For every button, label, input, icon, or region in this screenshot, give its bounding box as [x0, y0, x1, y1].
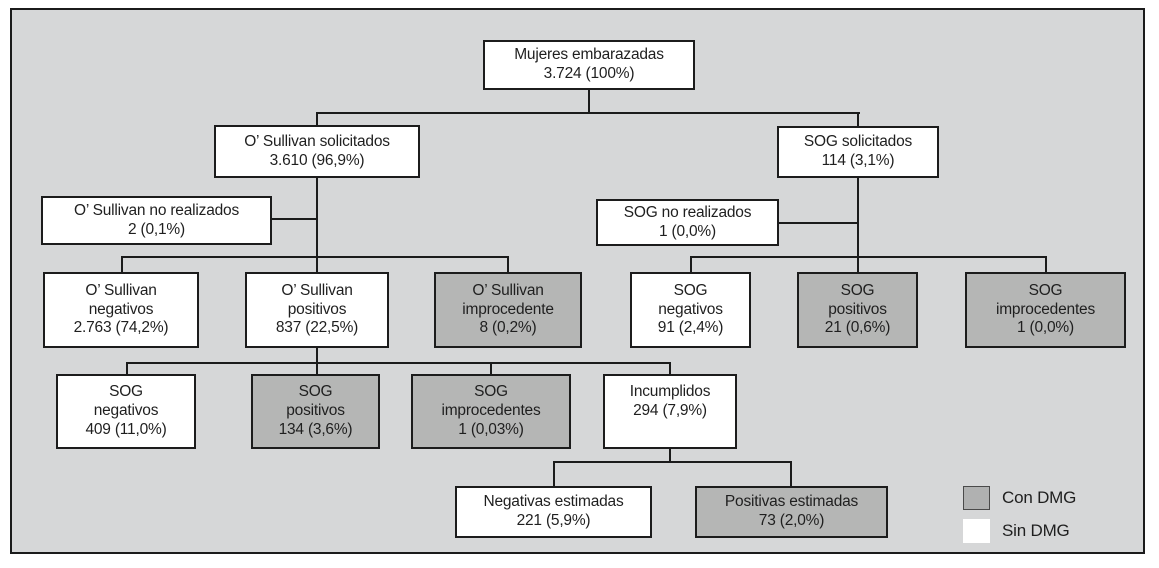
connector-line: [1045, 256, 1047, 272]
node-label: Negativas estimadas: [483, 493, 624, 511]
node-mujeres-embarazadas: Mujeres embarazadas 3.724 (100%): [483, 40, 695, 90]
connector-line: [779, 222, 857, 224]
node-negativas-estimadas: Negativas estimadas 221 (5,9%): [455, 486, 652, 538]
connector-line: [690, 256, 692, 272]
node-value: 8 (0,2%): [479, 319, 537, 337]
node-value: 3.610 (96,9%): [269, 151, 365, 169]
node-osullivan-solicitados: O’ Sullivan solicitados 3.610 (96,9%): [214, 125, 420, 178]
connector-line: [121, 256, 123, 272]
legend: Con DMG Sin DMG: [963, 486, 1076, 543]
connector-line: [126, 362, 671, 364]
node-sog-confirmacion-improcedentes: SOG improcedentes 1 (0,03%): [411, 374, 571, 449]
connector-line: [553, 461, 791, 463]
node-label: SOG solicitados: [803, 133, 913, 151]
node-sog-directa-positivos: SOG positivos 21 (0,6%): [797, 272, 918, 348]
node-sog-directa-negativos: SOG negativos 91 (2,4%): [630, 272, 751, 348]
con-dmg-swatch-icon: [963, 486, 990, 510]
node-label: SOG: [109, 383, 143, 401]
connector-line: [126, 362, 128, 374]
node-label: improcedente: [462, 300, 554, 318]
node-label: SOG: [298, 383, 333, 401]
sin-dmg-swatch-icon: [963, 519, 990, 543]
connector-line: [490, 362, 492, 374]
node-label: Incumplidos: [629, 383, 711, 400]
node-label: O’ Sullivan: [281, 281, 353, 299]
connector-line: [316, 112, 318, 125]
connector-line: [690, 256, 1047, 258]
legend-item-con-dmg: Con DMG: [963, 486, 1076, 510]
connector-line: [507, 256, 509, 272]
node-label: SOG: [474, 383, 508, 401]
node-sog-solicitados: SOG solicitados 114 (3,1%): [777, 126, 939, 178]
node-value: 837 (22,5%): [275, 319, 359, 337]
node-label: SOG: [1028, 281, 1063, 299]
node-sog-no-realizados: SOG no realizados 1 (0,0%): [596, 199, 779, 246]
node-value: 1 (0,0%): [1017, 319, 1074, 337]
node-sog-confirmacion-negativos: SOG negativos 409 (11,0%): [56, 374, 196, 449]
node-label: negativos: [88, 300, 154, 318]
node-label: Mujeres embarazadas: [514, 46, 664, 64]
node-label: SOG no realizados: [623, 203, 752, 221]
node-value: 1 (0,03%): [458, 420, 524, 438]
connector-line: [316, 178, 318, 272]
node-label: negativos: [658, 300, 723, 318]
connector-line: [669, 449, 671, 461]
node-label: improcedentes: [441, 402, 541, 420]
node-label: positivos: [287, 300, 347, 318]
node-sog-directa-improcedentes: SOG improcedentes 1 (0,0%): [965, 272, 1126, 348]
node-value: 73 (2,0%): [758, 512, 825, 529]
node-label: Positivas estimadas: [724, 493, 859, 511]
legend-label: Sin DMG: [1002, 521, 1070, 540]
connector-line: [588, 90, 590, 112]
node-osullivan-improcedente: O’ Sullivan improcedente 8 (0,2%): [434, 272, 582, 348]
connector-line: [553, 461, 555, 486]
node-label: SOG: [840, 281, 875, 299]
node-value: 114 (3,1%): [821, 152, 895, 169]
node-value: 21 (0,6%): [824, 319, 891, 337]
node-sog-confirmacion-positivos: SOG positivos 134 (3,6%): [251, 374, 380, 449]
node-incumplidos: Incumplidos 294 (7,9%): [603, 374, 737, 449]
node-positivas-estimadas: Positivas estimadas 73 (2,0%): [695, 486, 888, 538]
connector-line: [316, 348, 318, 374]
legend-label: Con DMG: [1002, 488, 1077, 507]
node-label: SOG: [673, 281, 708, 299]
connector-line: [857, 178, 859, 272]
node-osullivan-positivos: O’ Sullivan positivos 837 (22,5%): [245, 272, 389, 348]
node-value: 3.724 (100%): [543, 65, 635, 82]
connector-line: [121, 256, 509, 258]
node-label: O’ Sullivan solicitados: [244, 132, 390, 150]
connector-line: [790, 461, 792, 486]
node-label: improcedentes: [995, 300, 1096, 318]
connector-line: [316, 112, 860, 114]
node-value: 2.763 (74,2%): [73, 319, 169, 337]
node-value: 294 (7,9%): [633, 401, 707, 419]
node-label: O’ Sullivan: [472, 281, 544, 299]
node-label: O’ Sullivan: [85, 281, 157, 299]
connector-line: [669, 362, 671, 374]
node-label: positivos: [828, 300, 887, 318]
node-osullivan-negativos: O’ Sullivan negativos 2.763 (74,2%): [43, 272, 199, 348]
node-value: 221 (5,9%): [516, 512, 591, 529]
node-label: O’ Sullivan no realizados: [73, 201, 240, 219]
node-label: positivos: [286, 402, 345, 420]
node-label: negativos: [93, 402, 159, 420]
node-value: 134 (3,6%): [278, 420, 353, 438]
node-value: 409 (11,0%): [85, 420, 167, 438]
node-osullivan-no-realizados: O’ Sullivan no realizados 2 (0,1%): [41, 196, 272, 245]
node-value: 1 (0,0%): [659, 222, 716, 240]
node-value: 91 (2,4%): [657, 319, 724, 337]
legend-item-sin-dmg: Sin DMG: [963, 519, 1076, 543]
connector-line: [272, 218, 317, 220]
node-value: 2 (0,1%): [128, 220, 185, 238]
connector-line: [857, 112, 859, 126]
